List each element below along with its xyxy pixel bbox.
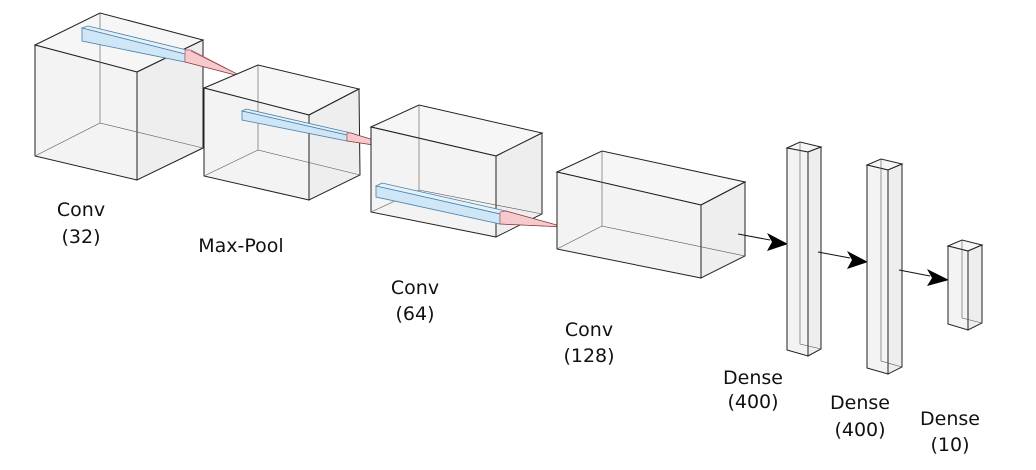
dense-10-volume <box>946 239 984 331</box>
dense-400-a-name-label: Dense <box>723 367 783 389</box>
conv-32-size-label: (32) <box>61 226 100 248</box>
dense-400-b-size-label: (400) <box>834 419 885 441</box>
dense-10-size-label: (10) <box>930 434 969 456</box>
conv-64-name-label: Conv <box>391 277 439 299</box>
kernel-rod-2 <box>240 108 353 142</box>
dense-400-b-name-label: Dense <box>830 392 890 414</box>
arrow-to-dense-3 <box>898 269 949 286</box>
max-pool-name-label: Max-Pool <box>198 235 283 257</box>
conv-32-name-label: Conv <box>57 199 105 221</box>
conv-128-name-label: Conv <box>565 319 613 341</box>
dense-10-name-label: Dense <box>920 408 980 430</box>
arrow-to-dense-1 <box>737 233 788 251</box>
conv-128-size-label: (128) <box>563 345 614 367</box>
conv-128-volume <box>555 150 747 279</box>
dense-400-a-volume <box>785 141 823 357</box>
conv-64-size-label: (64) <box>395 303 434 325</box>
max-pool-volume <box>202 64 361 201</box>
dense-400-a-size-label: (400) <box>727 391 778 413</box>
projection-3 <box>499 210 565 228</box>
dense-400-b-volume <box>865 158 904 375</box>
arrow-to-dense-2 <box>817 251 868 269</box>
